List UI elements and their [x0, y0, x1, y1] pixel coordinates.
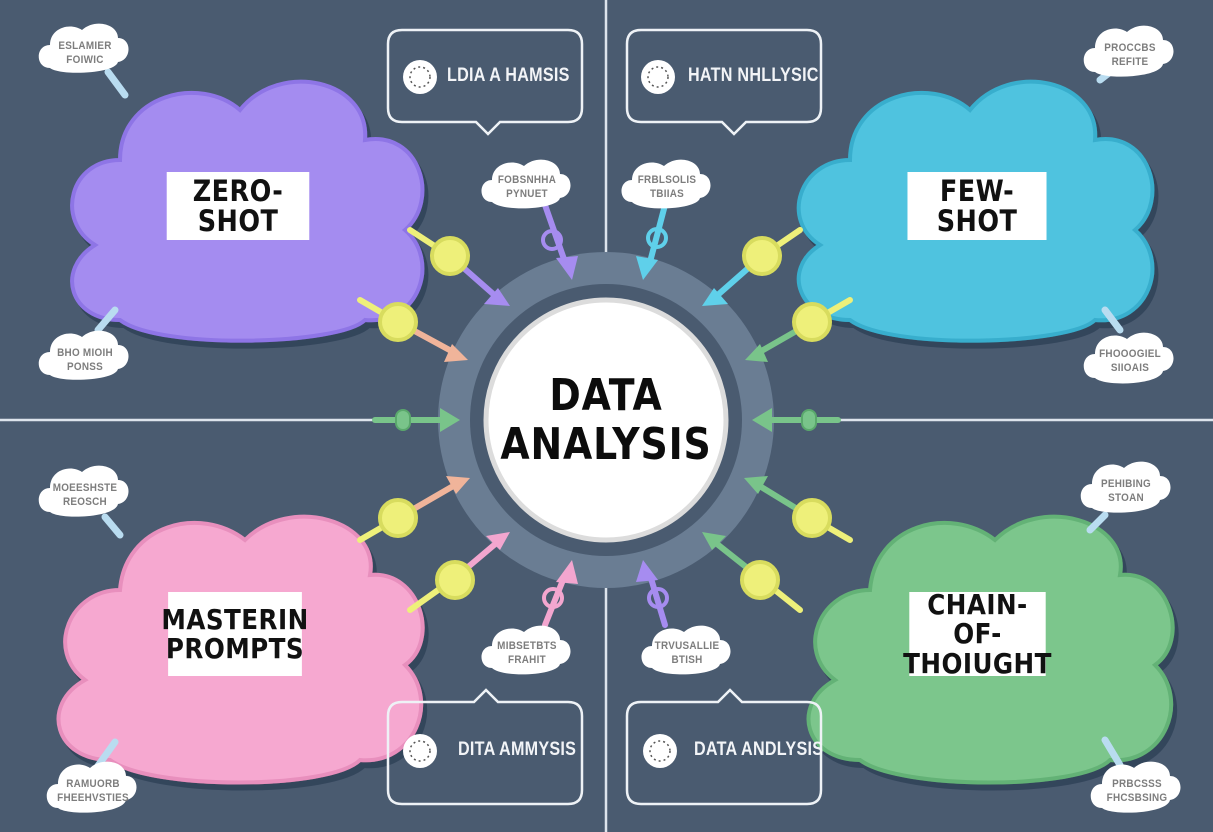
mini-cloud-line2: FOIWIC — [66, 54, 104, 66]
mini-cloud-line2: FHEEHVSTIES — [57, 792, 129, 804]
mini-cloud-line1: MOEESHSTE — [52, 482, 118, 495]
mini-cloud-br-outer-bottom: PRBCSSS FHCSBSING — [1095, 772, 1180, 812]
mini-cloud-shapes — [38, 23, 1181, 813]
label-few-shot-text: FEW-SHOT — [936, 173, 1018, 238]
mini-cloud-br-outer-top: PEHIBING STOAN — [1085, 472, 1168, 512]
label-zero-shot-text: ZERO-SHOT — [192, 173, 284, 238]
label-zero-shot: ZERO-SHOT — [166, 172, 310, 240]
label-chain-of-thought: CHAIN-OF- THOIUGHT — [903, 587, 1051, 678]
mini-cloud-line2: PONSS — [66, 361, 103, 373]
label-few-shot: FEW-SHOT — [907, 172, 1047, 240]
mini-cloud-line1: PEHIBING — [1100, 478, 1152, 491]
callout-top-right: HATN NHLLYSIC — [688, 65, 819, 86]
callout-top-left: LDIA A HAMSIS — [447, 65, 570, 86]
mini-cloud-line1: FHOOOGIEL — [1099, 348, 1161, 361]
mini-cloud-tr-inner: FRBLSOLIS TBIIAS — [627, 168, 708, 208]
mini-cloud-tl-outer-bottom: BHO MIOIH PONSS — [45, 341, 126, 381]
mini-cloud-line2: FRAHIT — [508, 654, 546, 666]
left-connectors — [357, 227, 510, 613]
mini-cloud-bl-outer-top: MOEESHSTE REOSCH — [45, 476, 126, 516]
mini-cloud-line1: RAMUORB — [66, 778, 120, 791]
label-mastering-line1: MASTERIN — [161, 602, 309, 636]
mini-cloud-line1: BHO MIOIH — [57, 347, 113, 360]
mini-cloud-tr-outer-top: PROCCBS REFITE — [1090, 36, 1171, 76]
callout-boxes — [386, 28, 823, 806]
mini-cloud-line1: PROCCBS — [1104, 42, 1156, 55]
label-chain-line1: CHAIN-OF- — [927, 587, 1028, 651]
mini-cloud-line1: FOBSNHHA — [497, 174, 557, 187]
center-node-data-analysis[interactable]: DATA ANALYSIS — [500, 300, 712, 540]
mini-cloud-line2: STOAN — [1108, 492, 1144, 504]
label-chain-line2: THOIUGHT — [903, 646, 1052, 680]
center-title-line1: DATA — [549, 369, 663, 421]
callout-bottom-left: DITA AMMYSIS — [458, 739, 577, 760]
mini-cloud-line2: SIIOAIS — [1110, 362, 1150, 374]
mini-cloud-tl-outer-top: ESLAMIER FOIWIC — [45, 34, 126, 74]
mini-cloud-line1: TRVUSALLIE — [654, 640, 720, 653]
center-ring — [438, 252, 774, 588]
inner-arrows — [541, 202, 669, 628]
mini-cloud-line2: TBIIAS — [649, 188, 685, 200]
mini-cloud-line2: REOSCH — [63, 496, 107, 508]
mini-cloud-line1: PRBCSSS — [1112, 778, 1162, 791]
mini-cloud-tl-inner: FOBSNHHA PYNUET — [487, 168, 568, 208]
mini-cloud-bl-outer-bottom: RAMUORB FHEEHVSTIES — [51, 772, 136, 812]
mini-cloud-line2: FHCSBSING — [1106, 792, 1168, 804]
callout-clock-icons — [403, 60, 677, 768]
mini-cloud-line2: PYNUET — [506, 188, 548, 200]
mini-cloud-br-inner: TRVUSALLIE BTISH — [647, 634, 728, 674]
mini-cloud-line2: REFITE — [1111, 56, 1149, 68]
label-mastering-prompts: MASTERIN PROMPTS — [161, 592, 308, 676]
mini-cloud-line1: MIBSETBTS — [497, 640, 557, 653]
mini-cloud-line1: FRBLSOLIS — [637, 174, 697, 187]
mini-cloud-bl-inner: MIBSETBTS FRAHIT — [487, 634, 568, 674]
mini-cloud-line1: ESLAMIER — [58, 40, 112, 53]
center-title-line2: ANALYSIS — [500, 419, 712, 470]
mini-cloud-tr-outer-bottom: FHOOOGIEL SIIOAIS — [1090, 342, 1171, 382]
right-connectors — [702, 227, 853, 613]
label-mastering-line2: PROMPTS — [165, 632, 305, 665]
mini-cloud-line2: BTISH — [671, 654, 703, 666]
callout-bottom-right: DATA ANDLYSIS — [694, 739, 824, 760]
